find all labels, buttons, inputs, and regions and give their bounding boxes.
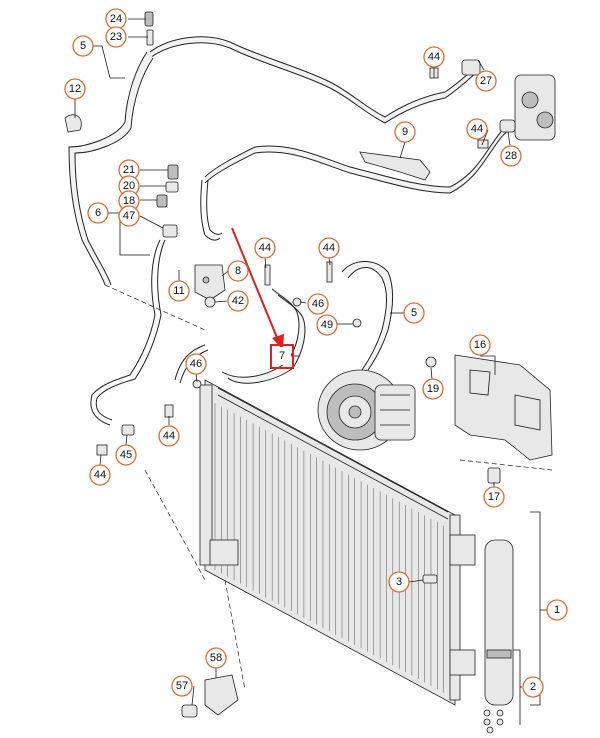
svg-text:42: 42 [232, 295, 244, 307]
svg-text:45: 45 [120, 449, 132, 461]
svg-text:5: 5 [411, 307, 417, 319]
dashed-reference-lines [104, 284, 553, 691]
callout-42[interactable]: 42 [227, 290, 249, 312]
compressor [317, 369, 416, 451]
svg-text:46: 46 [312, 298, 324, 310]
condenser [199, 379, 476, 706]
callout-7[interactable]: 7 [273, 347, 291, 365]
callout-5-right[interactable]: 5 [403, 302, 425, 324]
callout-5-top[interactable]: 5 [72, 35, 94, 57]
bracket-part-9 [359, 151, 431, 181]
expansion-valve-assembly [461, 59, 556, 141]
callout-49[interactable]: 49 [316, 314, 338, 336]
svg-text:17: 17 [488, 491, 500, 503]
bolts-top [144, 11, 154, 46]
small-fasteners [121, 296, 438, 584]
svg-text:44: 44 [94, 469, 106, 481]
svg-text:23: 23 [110, 31, 122, 43]
highlight-arrow [231, 227, 294, 369]
svg-text:44: 44 [323, 242, 335, 254]
svg-text:7: 7 [279, 350, 285, 362]
svg-text:44: 44 [163, 430, 175, 442]
svg-text:44: 44 [471, 123, 483, 135]
heat-shield [454, 354, 553, 461]
bracket-part-58 [181, 674, 239, 718]
callout-57[interactable]: 57 [171, 675, 193, 697]
callout-3[interactable]: 3 [388, 571, 410, 593]
svg-text:57: 57 [176, 680, 188, 692]
highlight-box [270, 344, 294, 369]
callout-47[interactable]: 47 [118, 205, 140, 227]
callout-11[interactable]: 11 [168, 280, 190, 302]
svg-text:1: 1 [554, 604, 560, 616]
svg-text:18: 18 [123, 195, 135, 207]
callout-1[interactable]: 1 [546, 599, 568, 621]
callout-labels: 24 23 5 12 44 27 9 44 28 21 20 18 47 6 4… [64, 8, 568, 698]
svg-text:47: 47 [123, 210, 135, 222]
svg-text:3: 3 [396, 576, 402, 588]
svg-text:8: 8 [235, 265, 241, 277]
callout-58[interactable]: 58 [205, 647, 227, 669]
receiver-drier [483, 539, 514, 734]
callout-2[interactable]: 2 [522, 676, 544, 698]
callout-6[interactable]: 6 [87, 202, 109, 224]
callout-9[interactable]: 9 [394, 121, 416, 143]
pressure-switch-group [156, 164, 179, 238]
svg-text:2: 2 [530, 681, 536, 693]
callout-19[interactable]: 19 [422, 378, 444, 400]
clamp-part-12 [64, 114, 82, 133]
svg-text:21: 21 [123, 164, 135, 176]
callout-46-left[interactable]: 46 [185, 353, 207, 375]
callout-23[interactable]: 23 [105, 26, 127, 48]
svg-text:12: 12 [69, 83, 81, 95]
svg-text:9: 9 [402, 126, 408, 138]
bracket-part-8 [194, 264, 226, 301]
svg-text:27: 27 [480, 75, 492, 87]
leader-lines [74, 18, 547, 725]
callout-46-center[interactable]: 46 [307, 293, 329, 315]
svg-text:44: 44 [259, 242, 271, 254]
svg-text:5: 5 [80, 40, 86, 52]
callout-8[interactable]: 8 [227, 260, 249, 282]
callout-44-center-left[interactable]: 44 [254, 237, 276, 259]
callout-24[interactable]: 24 [105, 8, 127, 30]
callout-45[interactable]: 45 [115, 444, 137, 466]
callout-44-lower[interactable]: 44 [158, 425, 180, 447]
svg-text:49: 49 [321, 319, 333, 331]
svg-text:58: 58 [210, 652, 222, 664]
callout-12[interactable]: 12 [64, 78, 86, 100]
callout-20[interactable]: 20 [118, 175, 140, 197]
callout-27[interactable]: 27 [475, 70, 497, 92]
svg-text:20: 20 [123, 180, 135, 192]
svg-text:28: 28 [505, 150, 517, 162]
callout-28[interactable]: 28 [500, 145, 522, 167]
callout-17[interactable]: 17 [483, 486, 505, 508]
callout-44-center[interactable]: 44 [318, 237, 340, 259]
callout-44-topright[interactable]: 44 [423, 46, 445, 68]
svg-text:19: 19 [427, 383, 439, 395]
svg-text:24: 24 [110, 13, 122, 25]
svg-text:11: 11 [173, 285, 184, 297]
svg-text:46: 46 [190, 358, 202, 370]
callout-44-bottom-left[interactable]: 44 [89, 464, 111, 486]
refrigerant-lines [68, 36, 510, 426]
svg-text:16: 16 [474, 339, 486, 351]
svg-text:6: 6 [95, 207, 101, 219]
callout-44-right[interactable]: 44 [466, 118, 488, 140]
svg-text:44: 44 [428, 51, 440, 63]
clip-part-17 [487, 467, 501, 484]
callout-16[interactable]: 16 [469, 334, 491, 356]
